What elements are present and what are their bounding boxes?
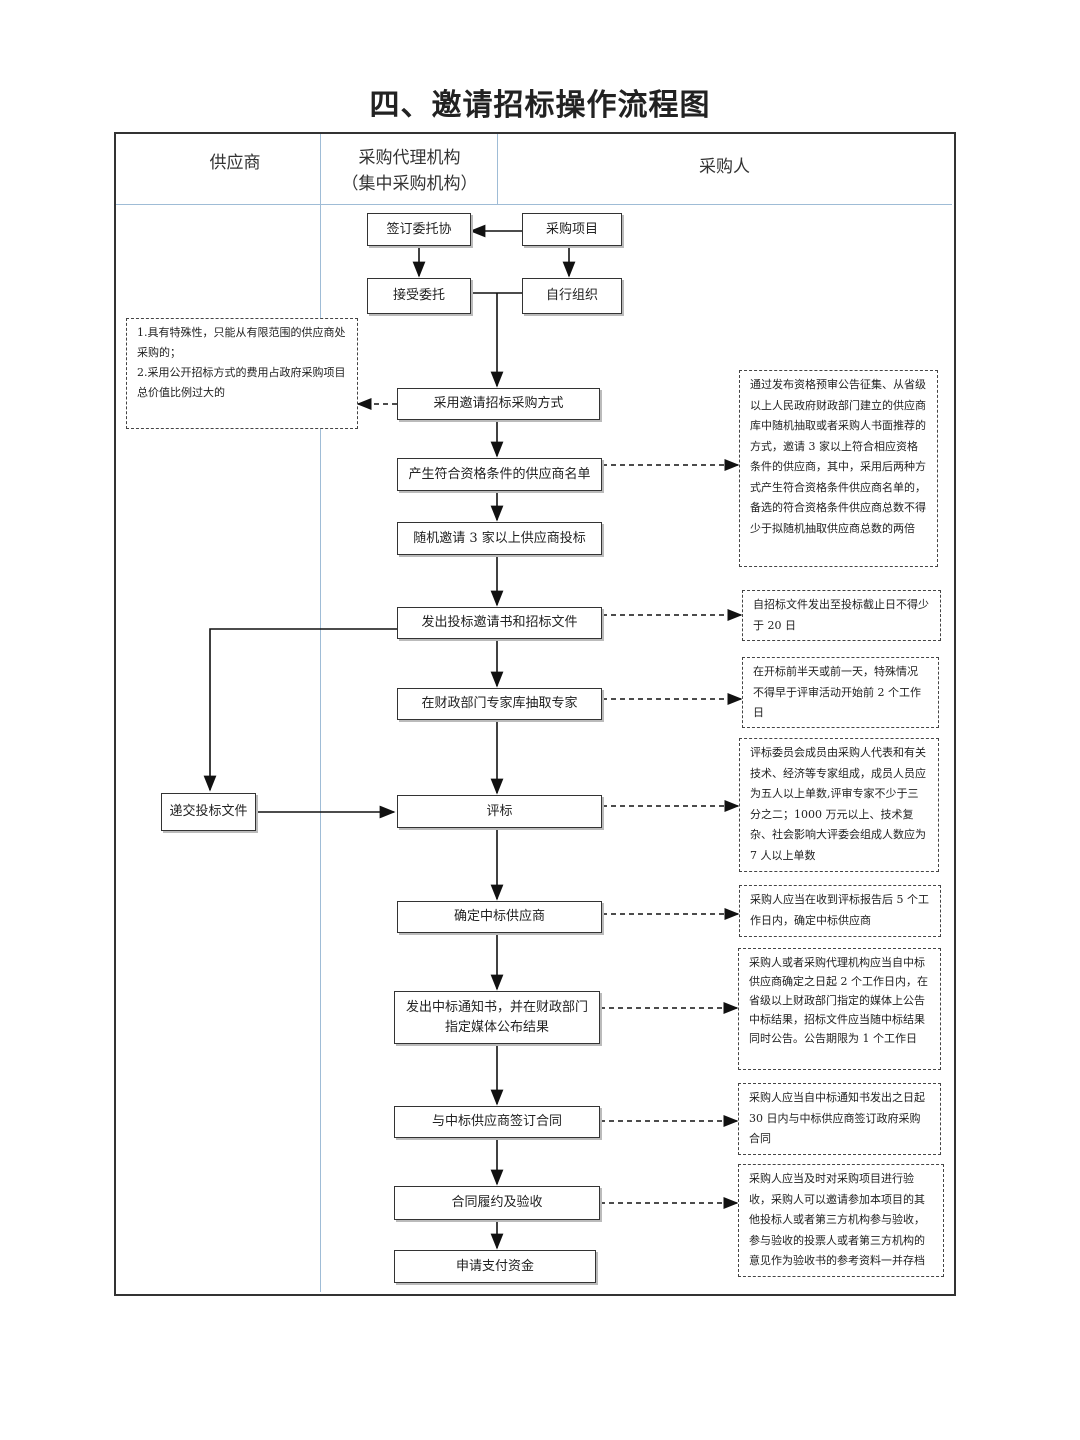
lane-divider-right <box>497 134 498 204</box>
note-list-method: 通过发布资格预审公告征集、从省级以上人民政府财政部门建立的供应商库中随机抽取或者… <box>739 370 938 567</box>
lane-header-agency-line1: 采购代理机构 <box>358 148 461 168</box>
step-adopt-method: 采用邀请招标采购方式 <box>397 388 600 420</box>
step-issue-notice-line1: 发出中标通知书，并在财政部门 <box>405 999 588 1015</box>
step-issue-notice-line2: 指定媒体公布结果 <box>444 1019 549 1035</box>
note-committee: 评标委员会成员由采购人代表和有关技术、经济等专家组成，成员人员应为五人以上单数,… <box>739 738 939 872</box>
step-evaluate: 评标 <box>397 795 602 828</box>
lane-divider-left <box>320 134 321 1292</box>
note-contract-time: 采购人应当自中标通知书发出之日起 30 日内与中标供应商签订政府采购合同 <box>738 1083 941 1155</box>
note-announce: 采购人或者采购代理机构应当自中标供应商确定之日起 2 个工作日内，在省级以上财政… <box>738 948 941 1070</box>
note-winner-time: 采购人应当在收到评标报告后 5 个工作日内，确定中标供应商 <box>739 885 941 937</box>
step-performance: 合同履约及验收 <box>394 1186 600 1220</box>
step-issue-notice: 发出中标通知书，并在财政部门 指定媒体公布结果 <box>394 991 600 1044</box>
note-expert-timing: 在开标前半天或前一天，特殊情况不得早于评审活动开始前 2 个工作日 <box>742 657 939 728</box>
lane-header-divider <box>116 204 952 205</box>
step-extract-experts: 在财政部门专家库抽取专家 <box>397 688 602 720</box>
step-produce-list: 产生符合资格条件的供应商名单 <box>397 458 602 491</box>
step-issue-docs: 发出投标邀请书和招标文件 <box>397 607 602 639</box>
step-self-organize: 自行组织 <box>522 278 622 314</box>
page-title: 四、邀请招标操作流程图 <box>369 88 711 123</box>
lane-header-supplier: 供应商 <box>209 153 261 173</box>
note-acceptance: 采购人应当及时对采购项目进行验收，采购人可以邀请参加本项目的其他投标人或者第三方… <box>738 1164 944 1277</box>
note-bid-period: 自招标文件发出至投标截止日不得少于 20 日 <box>742 590 941 641</box>
swimlane-frame <box>114 132 956 1296</box>
step-random-invite: 随机邀请 3 家以上供应商投标 <box>397 522 602 555</box>
step-sign-entrust: 签订委托协 <box>367 213 471 246</box>
lane-header-purchaser: 采购人 <box>699 157 750 177</box>
step-submit-bid: 递交投标文件 <box>161 793 256 831</box>
lane-header-agency: 采购代理机构 （集中采购机构） <box>322 145 497 197</box>
note-conditions: 1.具有特殊性，只能从有限范围的供应商处采购的； 2.采用公开招标方式的费用占政… <box>126 318 358 429</box>
step-apply-payment: 申请支付资金 <box>394 1250 596 1283</box>
step-determine-winner: 确定中标供应商 <box>397 901 602 933</box>
step-sign-contract: 与中标供应商签订合同 <box>394 1106 600 1138</box>
arrow-issue-to-submit <box>203 628 397 792</box>
lane-header-agency-line2: （集中采购机构） <box>341 174 478 194</box>
step-accept-entrust: 接受委托 <box>367 278 471 314</box>
step-purchase-project: 采购项目 <box>522 213 622 246</box>
